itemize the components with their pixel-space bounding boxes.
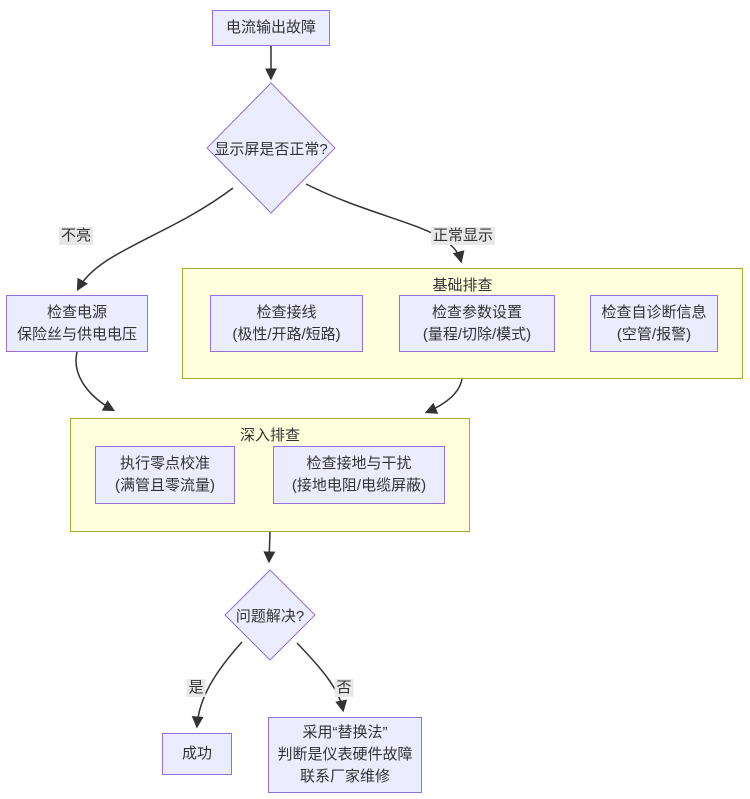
edge-basic-to-deep [424,378,463,414]
decision-display-diamond-shape [206,82,336,214]
edge-solved-to-replace [296,642,348,713]
edge-display-to-check-power [76,187,234,292]
node-check-grounding: 检查接地与干扰 (接地电阻/电缆屏蔽) [273,446,445,504]
node-zero-calibration-line1: 执行零点校准 [119,455,210,472]
node-success-label: 成功 [181,745,212,762]
node-start-label: 电流输出故障 [225,19,316,36]
node-check-diagnostics: 检查自诊断信息 (空管/报警) [590,295,718,352]
edge-display-to-basic [305,183,465,264]
subgraph-deep-title: 深入排查 [239,427,300,444]
node-success: 成功 [162,733,232,775]
edge-check-power-to-deep [75,351,116,412]
subgraph-basic-title: 基础排查 [432,277,493,294]
node-check-diagnostics-line2: (空管/报警) [616,325,692,343]
decision-display-label: 显示屏是否正常? [214,140,328,158]
node-check-wiring-line1: 检查接线 [256,303,317,321]
decision-solved-diamond-shape [224,569,316,661]
node-check-params-line1: 检查参数设置 [431,303,522,321]
node-check-wiring-line2: (极性/开路/短路) [232,325,341,343]
node-check-params-line2: (量程/切除/模式) [422,325,532,343]
node-check-power: 检查电源 保险丝与供电电压 [6,295,148,352]
edge-deep-to-solved-decision [263,531,276,564]
node-replacement-line2: 判断是仪表硬件故障 [277,746,413,763]
node-check-grounding-line2: (接地电阻/电缆屏蔽) [291,477,427,494]
node-check-power-line1: 检查电源 [46,303,107,321]
node-start: 电流输出故障 [212,10,330,46]
edge-label-not-lit: 不亮 [58,227,94,245]
node-check-grounding-line1: 检查接地与干扰 [306,455,412,472]
node-zero-calibration-line2: (满管且零流量) [115,477,215,494]
edge-label-normal-display: 正常显示 [430,227,496,245]
node-check-diagnostics-line1: 检查自诊断信息 [601,303,707,321]
node-zero-calibration: 执行零点校准 (满管且零流量) [95,446,235,504]
decision-solved-label: 问题解决? [235,607,305,625]
node-check-params: 检查参数设置 (量程/切除/模式) [399,295,555,352]
node-check-power-line2: 保险丝与供电电压 [16,325,137,343]
edge-solved-to-success [191,641,243,729]
node-replacement-line3: 联系厂家维修 [299,768,390,785]
node-replacement-method: 采用“替换法” 判断是仪表硬件故障 联系厂家维修 [268,717,422,793]
node-check-wiring: 检查接线 (极性/开路/短路) [210,295,363,352]
edge-label-yes: 是 [186,679,206,697]
node-replacement-line1: 采用“替换法” [302,724,388,741]
edge-label-no: 否 [334,679,354,697]
